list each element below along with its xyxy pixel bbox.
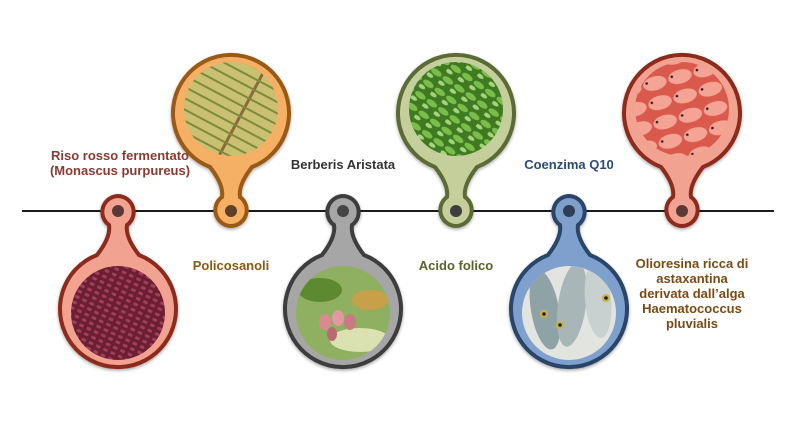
timeline-line	[22, 210, 774, 212]
shrimp-photo	[635, 62, 729, 156]
red-yeast-rice-photo	[71, 266, 165, 360]
fish-photo	[522, 266, 616, 360]
berberis-berries-photo	[296, 266, 390, 360]
label-acido-folico: Acido folico	[418, 258, 494, 273]
label-olioresina: Olioresina ricca di astaxantina derivata…	[635, 256, 749, 331]
leafy-greens-photo	[409, 62, 503, 156]
sugar-cane-photo	[184, 62, 278, 156]
label-policosanoli: Policosanoli	[192, 258, 270, 273]
label-coenzima-q10: Coenzima Q10	[524, 157, 614, 172]
label-riso-rosso: Riso rosso fermentato (Monascus purpureu…	[49, 148, 191, 178]
label-berberis: Berberis Aristata	[290, 157, 396, 172]
